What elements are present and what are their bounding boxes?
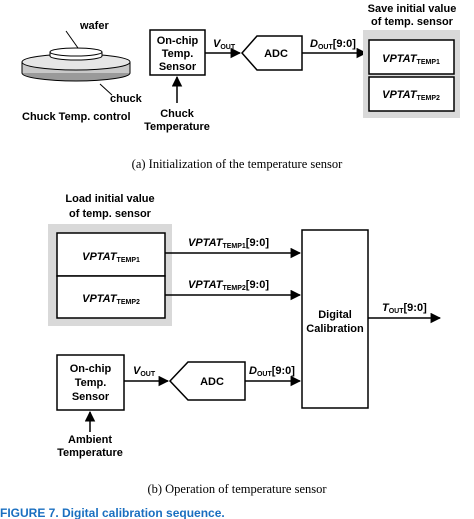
dout-label-b: DOUT[9:0] (249, 365, 295, 378)
vptat-temp1-label-a: VPTATTEMP1 (382, 53, 440, 66)
load-title-line2: of temp. sensor (69, 208, 152, 220)
ambient-temp-line1: Ambient (68, 434, 112, 446)
sensor-b-line2: Temp. (75, 377, 107, 389)
calibration-line2: Calibration (306, 323, 364, 335)
vptat-temp2-register-b (56, 275, 166, 319)
chuck-temp-line2: Temperature (144, 121, 210, 133)
adc-label-a: ADC (264, 48, 288, 60)
caption-b: (b) Operation of temperature sensor (147, 482, 327, 496)
part-b-operation: Load initial value of temp. sensor VPTAT… (48, 193, 442, 496)
chuck-temp-line1: Chuck (160, 108, 195, 120)
chuck-wafer-illustration (21, 30, 131, 96)
ambient-temp-line2: Temperature (57, 447, 123, 459)
wafer-label: wafer (79, 20, 109, 32)
chuck-label: chuck (110, 93, 143, 105)
figure-caption: FIGURE 7. Digital calibration sequence. (0, 506, 225, 519)
vout-label-a: VOUT (213, 38, 236, 51)
vptat-temp1-register-b (56, 232, 166, 277)
sensor-a-line2: Temp. (162, 48, 194, 60)
vptat-temp2-label-a: VPTATTEMP2 (382, 89, 440, 102)
adc-label-b: ADC (200, 376, 224, 388)
sensor-b-line3: Sensor (72, 391, 110, 403)
vptat-temp2-register-a (368, 76, 455, 112)
sensor-a-line1: On-chip (157, 35, 199, 47)
bus-temp1-label: VPTATTEMP1[9:0] (188, 237, 269, 250)
vptat-temp1-register-a (368, 39, 455, 75)
dout-label-a: DOUT[9:0] (310, 38, 356, 51)
on-chip-sensor-block-b (56, 354, 125, 411)
chuck-control-label: Chuck Temp. control (22, 111, 131, 123)
vptat-temp2-label-b: VPTATTEMP2 (82, 293, 140, 306)
save-title-line1: Save initial value (368, 3, 457, 15)
vptat-temp1-label-b: VPTATTEMP1 (82, 251, 140, 264)
tout-label: TOUT[9:0] (382, 302, 427, 315)
vout-label-b: VOUT (133, 365, 156, 378)
part-a-initialization: wafer chuck Chuck Temp. control On-chip … (21, 3, 460, 171)
sensor-b-line1: On-chip (70, 363, 112, 375)
load-title-line1: Load initial value (65, 193, 154, 205)
save-title-line2: of temp. sensor (371, 16, 454, 28)
sensor-a-line3: Sensor (159, 61, 197, 73)
caption-a: (a) Initialization of the temperature se… (132, 157, 344, 171)
bus-temp2-label: VPTATTEMP2[9:0] (188, 279, 269, 292)
calibration-line1: Digital (318, 309, 352, 321)
digital-calibration-block (301, 229, 369, 409)
